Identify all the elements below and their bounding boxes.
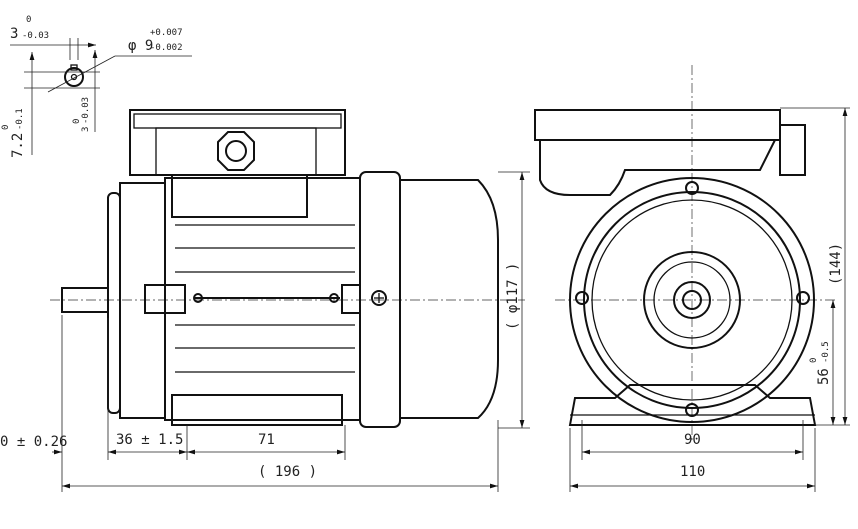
shaft-diameter-lower: -0.002 xyxy=(150,43,183,53)
foot-width-dim: 110 xyxy=(680,464,705,480)
shaft-length-dim: 0 ± 0.26 xyxy=(0,434,67,450)
cable-gland-front xyxy=(779,124,806,176)
shaft-height-lower: -0.5 xyxy=(821,341,831,363)
overall-height-dim: (144) xyxy=(828,243,844,285)
overall-length-dim: ( 196 ) xyxy=(258,464,317,480)
dimensions: 0 ± 0.26 36 ± 1.5 71 ( 196 ) ( φ117 ) 90… xyxy=(0,107,850,492)
keyway-width-lower: -0.03 xyxy=(22,31,49,41)
shaft-height-nominal: 56 xyxy=(816,368,832,385)
terminal-box xyxy=(129,109,346,176)
feet-front xyxy=(568,384,817,426)
key-height-lower: -0.03 xyxy=(81,97,91,124)
terminal-box-front xyxy=(534,109,781,141)
motor-front-view xyxy=(534,65,835,440)
shaft-diameter-nominal: φ 9 xyxy=(128,38,153,54)
stator-outline xyxy=(569,177,815,423)
foot-hole-front-dim: 90 xyxy=(684,432,701,448)
end-shield xyxy=(107,192,121,414)
key-height-upper: 0 xyxy=(72,119,82,124)
keyway-width-upper: 0 xyxy=(26,15,31,25)
shaft-section-detail: 3 0 -0.03 φ 9 +0.007 -0.002 7.2 0 -0.1 3… xyxy=(1,15,192,158)
flange-to-foot-dim: 36 ± 1.5 xyxy=(116,432,183,448)
motor-side-view xyxy=(50,109,525,428)
shaft-diameter-upper: +0.007 xyxy=(150,28,183,38)
shaft-height-upper: 0 xyxy=(809,358,819,363)
shaft-end xyxy=(682,290,702,310)
keyway-depth-nominal: 7.2 xyxy=(10,133,26,158)
key-height-nominal: 3 xyxy=(81,127,91,132)
fan-cover xyxy=(400,179,499,419)
keyway-depth-upper: 0 xyxy=(1,125,11,130)
body-diameter-dim: ( φ117 ) xyxy=(505,263,521,330)
cable-gland xyxy=(217,131,255,171)
foot-hole-side-dim: 71 xyxy=(258,432,275,448)
foot xyxy=(171,394,343,426)
keyway-depth-lower: -0.1 xyxy=(15,108,25,130)
keyway-width-nominal: 3 xyxy=(10,26,18,42)
fan-cover-ring xyxy=(359,171,401,428)
